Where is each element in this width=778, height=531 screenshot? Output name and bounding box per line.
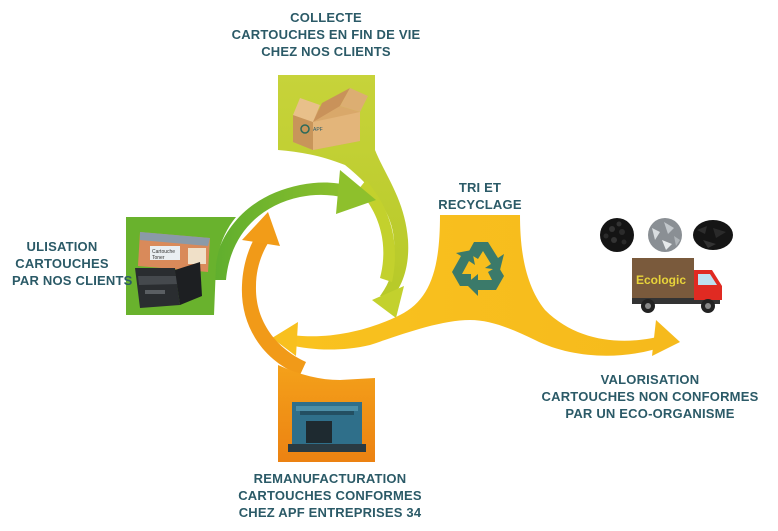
factory-icon bbox=[288, 402, 366, 452]
valorisation-line-1: VALORISATION bbox=[600, 372, 700, 387]
collecte-line-2: CARTOUCHES EN FIN DE VIE bbox=[231, 27, 421, 42]
collecte-label: COLLECTE CARTOUCHES EN FIN DE VIE CHEZ N… bbox=[226, 9, 426, 60]
valorisation-line-3: PAR UN ECO-ORGANISME bbox=[565, 406, 735, 421]
remanufacturation-label: REMANUFACTURATION CARTOUCHES CONFORMES C… bbox=[222, 470, 438, 521]
utilisation-line-1: ULISATION bbox=[26, 239, 98, 254]
tri-line-2: RECYCLAGE bbox=[438, 197, 522, 212]
box-stamp-text: APF bbox=[313, 127, 323, 133]
black-shreds-icon bbox=[693, 220, 733, 250]
cardboard-box-icon: APF bbox=[293, 88, 368, 150]
truck-icon: Ecologic bbox=[632, 258, 722, 313]
valorisation-label: VALORISATION CARTOUCHES NON CONFORMES PA… bbox=[540, 371, 760, 422]
tri-line-1: TRI ET bbox=[458, 180, 502, 195]
remanufacturation-line-3: CHEZ APF ENTREPRISES 34 bbox=[238, 505, 422, 520]
toner-cartridge-icon: Cartouche Toner bbox=[135, 232, 210, 308]
green-arrow bbox=[212, 170, 376, 280]
metal-scraps-icon bbox=[648, 218, 682, 252]
recycle-icon bbox=[452, 242, 504, 296]
valorisation-line-2: CARTOUCHES NON CONFORMES bbox=[541, 389, 759, 404]
orange-arrow bbox=[241, 212, 306, 375]
utilisation-line-3: PAR NOS CLIENTS bbox=[12, 273, 133, 288]
tri-label: TRI ET RECYCLAGE bbox=[420, 179, 540, 213]
truck-logo-text: Ecologic bbox=[636, 273, 686, 287]
collecte-line-3: CHEZ NOS CLIENTS bbox=[261, 44, 391, 59]
black-granules-icon bbox=[600, 218, 634, 252]
lime-arrow bbox=[358, 180, 404, 318]
cartridge-box-text-2: Toner bbox=[152, 255, 165, 261]
collecte-line-1: COLLECTE bbox=[290, 10, 362, 25]
remanufacturation-line-2: CARTOUCHES CONFORMES bbox=[238, 488, 422, 503]
utilisation-line-2: CARTOUCHES bbox=[15, 256, 109, 271]
utilisation-label: ULISATION CARTOUCHES PAR NOS CLIENTS bbox=[12, 238, 133, 289]
cartridge-box-text-1: Cartouche bbox=[152, 249, 175, 255]
remanufacturation-line-1: REMANUFACTURATION bbox=[253, 471, 407, 486]
